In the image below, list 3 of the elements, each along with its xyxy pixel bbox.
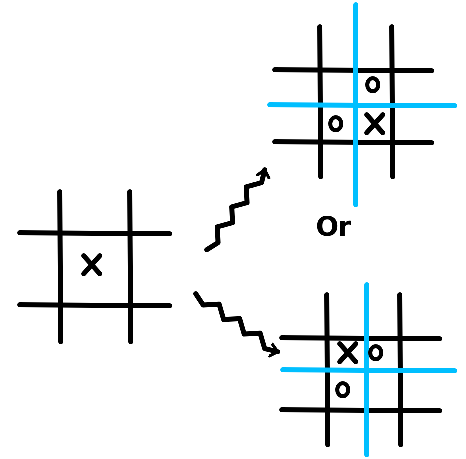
separator-word: Or — [316, 212, 350, 243]
wavy-arrow — [194, 292, 280, 358]
wavy-arrow — [204, 168, 271, 252]
